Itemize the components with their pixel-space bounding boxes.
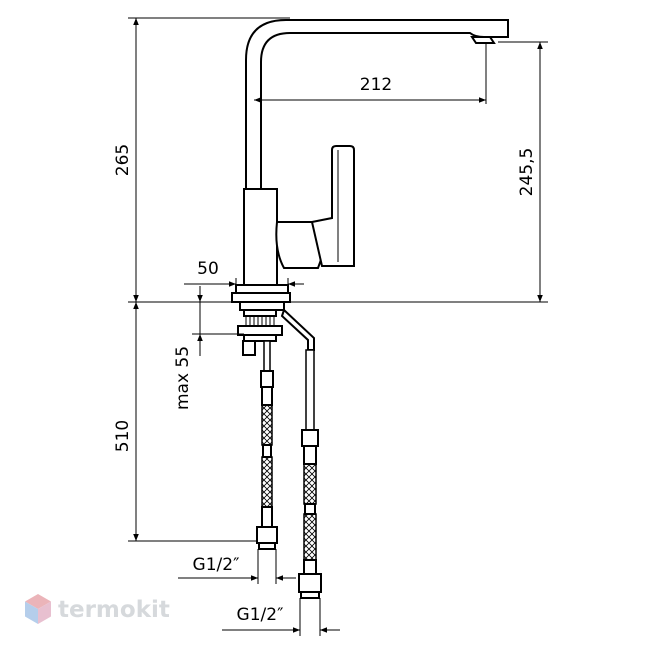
- dim-total-height: 265: [113, 144, 133, 176]
- aerator: [470, 36, 496, 44]
- dim-spout-reach: 212: [360, 75, 392, 95]
- dim-base-diameter: 50: [197, 259, 219, 279]
- faucet-body: [243, 188, 278, 286]
- hose-hot: [256, 340, 278, 550]
- logo-text: termokit: [58, 597, 170, 623]
- lever-handle: [310, 145, 355, 267]
- dim-hose-length: 510: [113, 420, 133, 452]
- cube-icon: [25, 594, 51, 624]
- dim-thread-cold: G1/2″: [237, 605, 284, 625]
- dim-spout-height: 245,5: [517, 148, 537, 197]
- dim-max-thickness: max 55: [173, 346, 193, 410]
- base-plate: [235, 284, 289, 294]
- spout: [245, 19, 509, 191]
- termokit-logo: termokit: [25, 594, 170, 624]
- faucet-outline: [231, 19, 509, 303]
- dim-thread-hot: G1/2″: [193, 555, 240, 575]
- hose-cold: [298, 349, 322, 599]
- mounting-kit: [237, 301, 315, 356]
- base-flange: [231, 292, 291, 303]
